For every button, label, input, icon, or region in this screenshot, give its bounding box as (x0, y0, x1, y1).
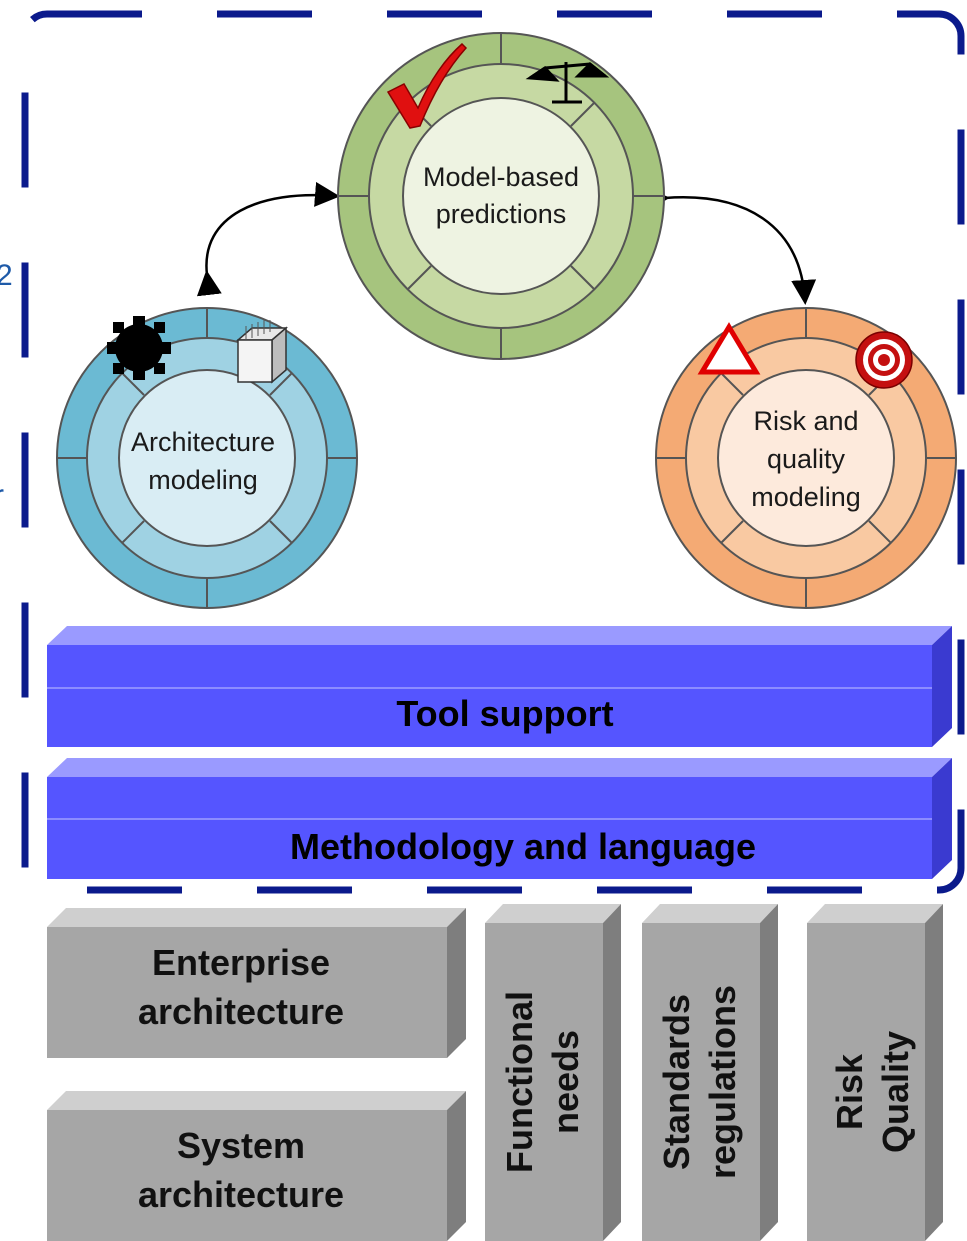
risk-label-line-2: quality (767, 444, 846, 474)
target-icon (855, 331, 913, 389)
warning-triangle-icon (697, 322, 761, 375)
architecture-label-line-1: Architecture (131, 427, 275, 457)
edge-glyph-1: 2 (0, 259, 13, 292)
block-enterprise-architecture: Enterprise architecture (47, 908, 466, 1058)
checkmark-icon (386, 42, 468, 129)
system-label-line-1: System (177, 1125, 305, 1166)
system-label-line-2: architecture (138, 1174, 344, 1215)
edge-glyph-2: r (0, 479, 4, 512)
risk-label-line-1: Risk and (753, 406, 858, 436)
arrow-model-risk (644, 187, 817, 305)
block-risk-quality: Risk Quality (807, 904, 943, 1241)
functional-label-line-1: Functional (499, 991, 540, 1173)
model-label-line-2: predictions (436, 199, 567, 229)
risk-quality-label-line-1: Risk (829, 1053, 870, 1130)
standards-label-line-1: Standards (656, 994, 697, 1170)
server-box-icon (235, 320, 289, 384)
balance-scale-icon (525, 61, 610, 104)
circle-model-based-predictions: Model-based predictions (337, 32, 665, 360)
standards-label-line-2: regulations (702, 985, 743, 1179)
block-standards-regulations: Standards regulations (642, 904, 778, 1241)
enterprise-label-line-1: Enterprise (152, 942, 330, 983)
gear-icon (107, 316, 171, 380)
risk-label-line-3: modeling (751, 482, 861, 512)
block-functional-needs: Functional needs (485, 904, 621, 1241)
risk-quality-label-line-2: Quality (875, 1031, 916, 1153)
arrow-architecture-model (196, 181, 340, 297)
architecture-label-line-2: modeling (148, 465, 258, 495)
bar-tool-support: Tool support (47, 626, 952, 747)
functional-label-line-2: needs (545, 1030, 586, 1134)
circle-risk-quality-modeling: Risk and quality modeling (655, 307, 957, 609)
methodology-label: Methodology and language (290, 826, 756, 867)
model-label-line-1: Model-based (423, 162, 579, 192)
bar-methodology-language: Methodology and language (47, 758, 952, 879)
block-system-architecture: System architecture (47, 1091, 466, 1241)
enterprise-label-line-2: architecture (138, 991, 344, 1032)
circle-architecture-modeling: Architecture modeling (56, 307, 358, 609)
scope-frame (21, 10, 965, 894)
tool-support-label: Tool support (396, 693, 613, 734)
